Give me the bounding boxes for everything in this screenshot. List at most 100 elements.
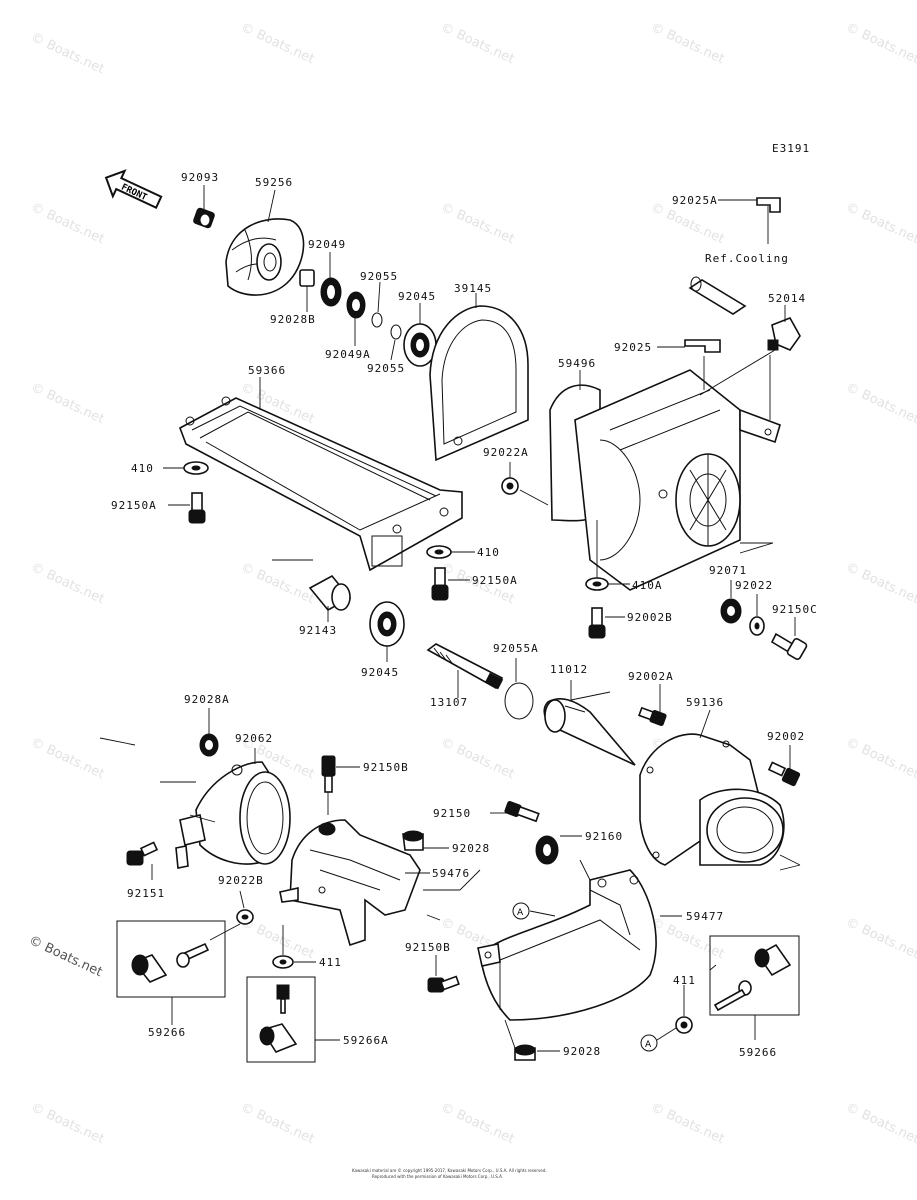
part-92022-washer[interactable] (749, 616, 765, 636)
part-92150B-bolt-top[interactable] (321, 755, 336, 793)
part-59266A-plug[interactable] (259, 984, 298, 1053)
part-92055-oring[interactable] (371, 312, 383, 328)
part-92062-housing[interactable] (175, 761, 291, 869)
part-92022B-washer[interactable] (236, 909, 254, 925)
svg-text:A: A (517, 908, 524, 918)
label-92049A: 92049A (325, 348, 371, 361)
part-411-washer-left[interactable] (272, 955, 294, 969)
part-13107-shaft[interactable] (426, 643, 504, 690)
part-411-washer-right[interactable] (675, 1016, 693, 1034)
part-92143-spacer[interactable] (308, 574, 352, 612)
watermark: © Boats.net (28, 735, 106, 782)
label-92025A: 92025A (672, 194, 718, 207)
part-59366-pump-cover[interactable] (179, 396, 463, 572)
label-59266-right: 59266 (739, 1046, 777, 1059)
part-92022A-washer[interactable] (501, 477, 519, 495)
label-92028-mid: 92028 (452, 842, 490, 855)
part-92055-oring-2[interactable] (390, 324, 402, 340)
label-59496: 59496 (558, 357, 596, 370)
label-92022A: 92022A (483, 446, 529, 459)
ref-a-circle-upper: A (512, 902, 530, 920)
label-92071: 92071 (709, 564, 747, 577)
part-92028-collar-low[interactable] (514, 1044, 536, 1061)
part-92025-clip[interactable] (684, 339, 721, 353)
label-410A: 410A (632, 579, 663, 592)
label-411-left: 411 (319, 956, 342, 969)
label-92160: 92160 (585, 830, 623, 843)
label-92150B-top: 92150B (363, 761, 409, 774)
label-59266-left: 59266 (148, 1026, 186, 1039)
part-52014-fitting[interactable] (767, 317, 801, 351)
part-92028B-sleeve[interactable] (299, 269, 315, 287)
part-11012-cone[interactable] (543, 698, 636, 766)
label-92028B: 92028B (270, 313, 316, 326)
label-11012: 11012 (550, 663, 588, 676)
part-92045-bearing-lower[interactable] (369, 601, 405, 647)
watermark: © Boats.net (438, 1100, 516, 1147)
part-59496-pump-case[interactable] (549, 369, 781, 591)
part-410-washer-left[interactable] (183, 461, 209, 475)
label-92002B: 92002B (627, 611, 673, 624)
label-39145: 39145 (454, 282, 492, 295)
part-59476-bracket[interactable] (279, 819, 421, 947)
part-92049A-seal[interactable] (346, 291, 366, 319)
part-92055A-oring[interactable] (504, 682, 534, 720)
watermark: © Boats.net (648, 200, 726, 247)
kit-box-59266-left (116, 920, 226, 998)
part-92002A-bolt[interactable] (638, 706, 667, 726)
part-92002-bolt[interactable] (767, 761, 801, 787)
part-59256-impeller[interactable] (225, 218, 305, 296)
part-59136-nozzle[interactable] (639, 733, 785, 866)
part-59266-plug-left[interactable] (131, 942, 210, 983)
watermark: © Boats.net (843, 380, 917, 427)
label-59477: 59477 (686, 910, 724, 923)
part-92049-seal[interactable] (320, 277, 342, 307)
copyright-line-1: Kawasaki material are © copyright 1995-2… (352, 1168, 547, 1173)
part-92150-bolt[interactable] (504, 801, 540, 823)
watermark: © Boats.net (648, 1100, 726, 1147)
part-92160-collar[interactable] (535, 835, 559, 865)
part-92150A-bolt-left[interactable] (188, 492, 206, 524)
part-labels: 92093 59256 92049 92055 92045 39145 9202… (111, 171, 817, 1059)
part-92151-bolt[interactable] (126, 841, 159, 866)
copyright-line-2: Reproduced with the permission of Kawasa… (372, 1174, 503, 1179)
label-92028-low: 92028 (563, 1045, 601, 1058)
leader-lines (99, 185, 801, 1052)
label-92002: 92002 (767, 730, 805, 743)
svg-text:A: A (645, 1040, 652, 1050)
watermark: © Boats.net (843, 560, 917, 607)
watermark: © Boats.net (843, 915, 917, 962)
part-59266-plug-right[interactable] (713, 943, 792, 1012)
watermark: © Boats.net (843, 735, 917, 782)
front-arrow-icon: FRONT (104, 169, 163, 209)
watermark: © Boats.net (843, 200, 917, 247)
part-92002B-bolt[interactable] (588, 607, 606, 639)
ref-cooling-hose (688, 276, 747, 315)
part-92093-nut[interactable] (193, 207, 215, 229)
part-92028-collar-mid[interactable] (402, 830, 424, 851)
part-92150C-bolt[interactable] (770, 632, 808, 660)
label-92022: 92022 (735, 579, 773, 592)
watermark: © Boats.net (28, 380, 106, 427)
part-39145-gasket[interactable] (429, 305, 529, 462)
part-92150B-bolt-low[interactable] (427, 975, 460, 993)
diagram-code: E3191 (772, 142, 810, 155)
part-92025A-clip[interactable] (756, 197, 781, 213)
part-410A-washer[interactable] (585, 577, 609, 591)
part-92071-collar[interactable] (720, 598, 742, 624)
watermark-dark: © Boats.net (26, 933, 104, 980)
part-59477-deflector[interactable] (477, 869, 657, 1021)
kit-box-59266-right (709, 935, 800, 1016)
part-92150A-bolt-mid[interactable] (431, 567, 449, 601)
label-92055A: 92055A (493, 642, 539, 655)
label-92045-low: 92045 (361, 666, 399, 679)
label-92028A: 92028A (184, 693, 230, 706)
label-92025: 92025 (614, 341, 652, 354)
part-410-washer-mid[interactable] (426, 545, 452, 559)
watermark: © Boats.net (238, 560, 316, 607)
label-92055-low: 92055 (367, 362, 405, 375)
label-92062: 92062 (235, 732, 273, 745)
label-92151: 92151 (127, 887, 165, 900)
part-92028A-collar[interactable] (199, 733, 219, 757)
label-52014: 52014 (768, 292, 806, 305)
